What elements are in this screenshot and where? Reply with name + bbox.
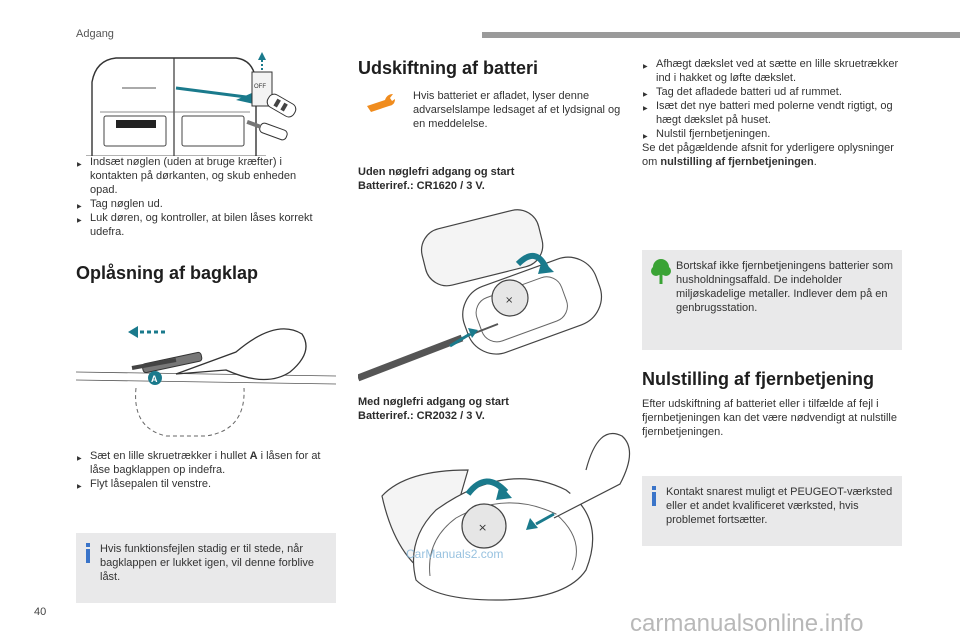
off-label: OFF xyxy=(254,84,266,90)
step-insert-battery: Isæt det nye batteri med polerne vendt r… xyxy=(642,99,902,127)
watermark: CarManuals2.com xyxy=(406,547,503,561)
remote-battery-illustration-2: × CarManuals2.com xyxy=(381,432,631,601)
battery-intro: Hvis batteriet er afladet, lyser denne a… xyxy=(413,90,621,130)
step-insert-screwdriver: Sæt en lille skruetrækker i hullet A i l… xyxy=(76,449,328,477)
eco-info-text: Bortskaf ikke fjernbetjeningens batterie… xyxy=(676,260,894,314)
right-steps: Afhægt dækslet ved at sætte en lille skr… xyxy=(642,57,902,169)
subheading-keyless-off-line2: Batteriref.: CR1620 / 3 V. xyxy=(358,180,485,192)
step-insert-key: Indsæt nøglen (uden at bruge kræfter) i … xyxy=(76,155,326,197)
step-close-door: Luk døren, og kontroller, at bilen låses… xyxy=(76,211,326,239)
section-label: Adgang xyxy=(76,28,114,40)
subheading-keyless-off-line1: Uden nøglefri adgang og start xyxy=(358,166,515,178)
info-box-contact: Kontakt snarest muligt et PEUGEOT-værkst… xyxy=(642,476,902,546)
left-steps-top: Indsæt nøglen (uden at bruge kræfter) i … xyxy=(76,155,326,239)
info-box-tailgate: Hvis funktionsfejlen stadig er til stede… xyxy=(76,533,336,603)
subheading-keyless-off: Uden nøglefri adgang og start Batteriref… xyxy=(358,165,514,193)
van-rear-door-illustration: OFF xyxy=(86,52,297,156)
info-icon-bar xyxy=(86,549,90,563)
subheading-keyless-on-line1: Med nøglefri adgang og start xyxy=(358,396,509,408)
svg-text:×: × xyxy=(505,295,513,306)
footer-url[interactable]: carmanualsonline.info xyxy=(630,610,864,637)
step-move-latch: Flyt låsepalen til venstre. xyxy=(76,477,328,494)
eco-info-box: Bortskaf ikke fjernbetjeningens batterie… xyxy=(642,250,902,350)
info-icon xyxy=(86,543,90,547)
step-reset-remote: Nulstil fjernbetjeningen. xyxy=(642,127,902,144)
step-unhook-cover: Afhægt dækslet ved at sætte en lille skr… xyxy=(642,57,902,85)
eco-tree-icon xyxy=(651,259,671,284)
heading-battery: Udskiftning af batteri xyxy=(358,58,539,78)
header-bar xyxy=(482,32,960,38)
heading-tailgate: Oplåsning af bagklap xyxy=(76,263,259,283)
reset-text: Efter udskiftning af batteriet eller i t… xyxy=(642,398,897,438)
left-steps-bottom: Sæt en lille skruetrækker i hullet A i l… xyxy=(76,449,328,494)
step-remove-key: Tag nøglen ud. xyxy=(76,197,326,214)
subheading-keyless-on-line2: Batteriref.: CR2032 / 3 V. xyxy=(358,410,485,422)
heading-reset: Nulstilling af fjernbetjening xyxy=(642,369,875,389)
page-number: 40 xyxy=(34,606,47,618)
tailgate-lock-illustration: A xyxy=(76,326,336,437)
see-reference-text: Se det pågældende afsnit for yderligere … xyxy=(642,142,894,168)
contact-info-text: Kontakt snarest muligt et PEUGEOT-værkst… xyxy=(666,486,893,526)
step-remove-battery: Tag det afladede batteri ud af rummet. xyxy=(642,85,902,102)
wrench-icon xyxy=(367,94,395,112)
callout-a: A xyxy=(151,374,158,384)
remote-battery-illustration-1: × xyxy=(358,209,602,382)
info-icon-contact-bar xyxy=(652,492,656,506)
svg-text:×: × xyxy=(478,521,487,534)
info-icon-contact xyxy=(652,486,656,490)
subheading-keyless-on: Med nøglefri adgang og start Batteriref.… xyxy=(358,395,509,423)
info-text-tailgate: Hvis funktionsfejlen stadig er til stede… xyxy=(100,543,315,583)
